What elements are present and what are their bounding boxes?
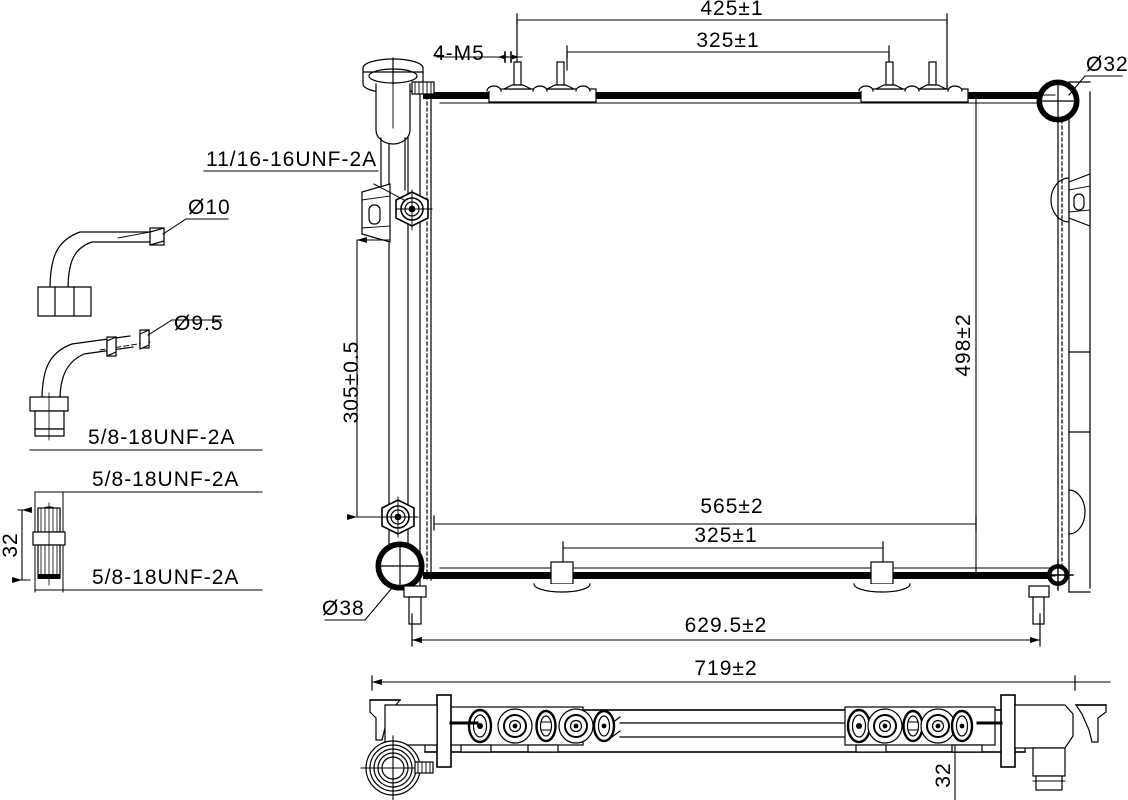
note-underlines (29, 75, 1123, 621)
callout-oil-cooler-thread: 11/16-16UNF-2A (206, 148, 377, 171)
lower-hose-port-38 (375, 541, 425, 591)
side-section-view (360, 675, 1111, 800)
side-filler-cap (360, 735, 434, 800)
dimension-498 (975, 94, 1056, 577)
dim-top-inner: 325±1 (696, 29, 759, 52)
bottom-mount-peg-left (533, 561, 591, 593)
dim-left-height: 305±0.5 (340, 341, 363, 424)
callout-thread-1: 5/8-18UNF-2A (88, 426, 235, 449)
drain-pipe-right (1028, 585, 1050, 625)
dimension-305 (347, 237, 391, 520)
drain-pipe-left (403, 585, 427, 625)
dim-bottom-overall: 629.5±2 (685, 614, 768, 637)
dimension-565 (433, 515, 977, 531)
dim-bottom-inner-wide: 565±2 (700, 495, 763, 518)
right-upper-bracket (1050, 173, 1091, 227)
top-dimension-425 (516, 13, 948, 93)
callout-lower-hose-port: Ø38 (322, 597, 365, 620)
dimension-32-side (954, 744, 979, 800)
callout-pipe-a-diameter: Ø10 (188, 196, 231, 219)
dim-bottom-inner-narrow: 325±1 (694, 524, 757, 547)
dimension-629 (411, 613, 1041, 647)
top-mounting-stud-group-left (486, 61, 597, 103)
side-left-end-tank (360, 694, 479, 800)
right-side-tank (1057, 81, 1091, 593)
radiator-core-outline (423, 92, 1065, 579)
callout-upper-hose-port: Ø32 (1086, 53, 1128, 76)
callout-thread-2: 5/8-18UNF-2A (92, 468, 239, 491)
top-dimension-4M5-leader (436, 51, 523, 63)
lower-right-port (1042, 559, 1074, 591)
dim-fitting-height: 32 (0, 532, 22, 557)
detail-part-pipe-a (37, 218, 229, 317)
note-4-m5: 4-M5 (433, 42, 485, 65)
side-right-end-tank (976, 694, 1107, 791)
side-fastener-cluster-left (432, 706, 616, 753)
detail-part-fitting-c (12, 491, 66, 593)
callout-thread-3: 5/8-18UNF-2A (92, 566, 239, 589)
side-fastener-cluster-right (844, 706, 996, 753)
top-mounting-stud-group-right (858, 61, 969, 103)
oil-cooler-fitting-upper (361, 183, 433, 243)
upper-hose-port-32 (1036, 79, 1080, 123)
bottom-mount-peg-right (853, 561, 911, 593)
dimension-325-bottom (562, 541, 884, 563)
dim-side-overall: 719±2 (694, 657, 757, 680)
dim-right-height: 498±2 (952, 313, 975, 376)
detail-part-pipe-b (29, 319, 223, 441)
filler-neck (362, 57, 435, 191)
dim-side-thickness: 32 (932, 762, 955, 787)
callout-pipe-b-diameter: Ø9.5 (174, 312, 224, 335)
dimension-719 (371, 675, 1111, 691)
dim-top-overall: 425±1 (700, 0, 763, 20)
oil-cooler-fitting-lower (377, 496, 419, 538)
